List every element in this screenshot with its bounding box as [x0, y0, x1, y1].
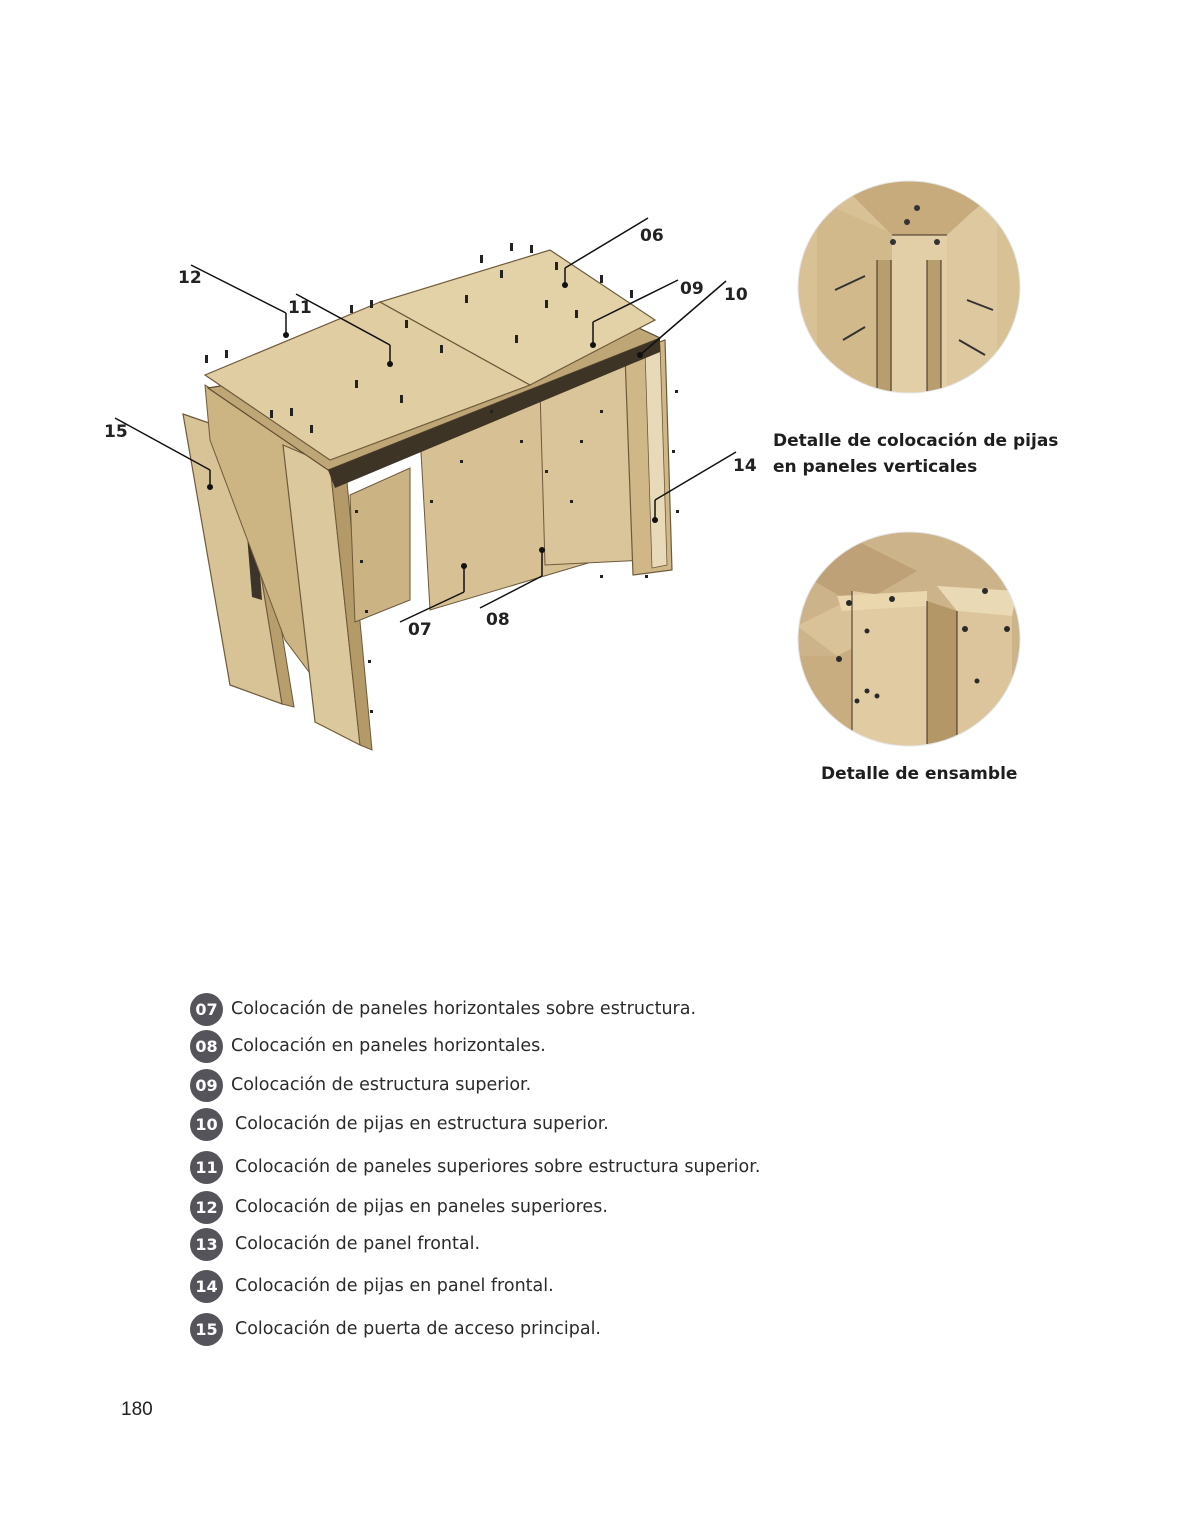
legend-item: 09 Colocación de estructura superior. — [190, 1068, 531, 1102]
callout-07: 07 — [408, 620, 432, 640]
step-number-badge: 09 — [190, 1068, 223, 1102]
step-description: Colocación de pijas en estructura superi… — [235, 1114, 609, 1134]
assembly-detail-image — [797, 531, 1021, 747]
assembly-detail-caption: Detalle de ensamble — [821, 764, 1018, 784]
callout-08: 08 — [486, 610, 510, 630]
step-description: Colocación de panel frontal. — [235, 1234, 481, 1254]
step-description: Colocación de pijas en paneles superiore… — [235, 1197, 608, 1217]
step-description: Colocación de paneles superiores sobre e… — [235, 1157, 761, 1177]
callout-10: 10 — [724, 285, 748, 305]
vertical-screw-detail-image — [797, 180, 1021, 394]
legend-item: 13 Colocación de panel frontal. — [190, 1227, 480, 1261]
step-description: Colocación de paneles horizontales sobre… — [231, 999, 697, 1019]
step-description: Colocación de puerta de acceso principal… — [235, 1319, 601, 1339]
step-number-badge: 11 — [190, 1150, 223, 1184]
step-description: Colocación de estructura superior. — [231, 1075, 532, 1095]
callout-15: 15 — [104, 422, 128, 442]
legend-item: 07 Colocación de paneles horizontales so… — [190, 992, 696, 1026]
legend-item: 14 Colocación de pijas en panel frontal. — [190, 1269, 554, 1303]
step-number-badge: 13 — [190, 1227, 223, 1261]
step-number-badge: 15 — [190, 1312, 223, 1346]
page-number: 180 — [121, 1399, 153, 1420]
callout-06: 06 — [640, 226, 664, 246]
step-description: Colocación en paneles horizontales. — [231, 1036, 546, 1056]
legend-item: 12 Colocación de pijas en paneles superi… — [190, 1190, 608, 1224]
legend-item: 15 Colocación de puerta de acceso princi… — [190, 1312, 601, 1346]
caption-line: en paneles verticales — [773, 457, 978, 477]
callout-11: 11 — [288, 298, 312, 318]
exploded-assembly-illustration — [114, 217, 737, 751]
callout-12: 12 — [178, 268, 202, 288]
step-number-badge: 08 — [190, 1029, 223, 1063]
step-number-badge: 14 — [190, 1269, 223, 1303]
step-number-badge: 07 — [190, 992, 223, 1026]
legend-item: 11 Colocación de paneles superiores sobr… — [190, 1150, 760, 1184]
legend-item: 08 Colocación en paneles horizontales. — [190, 1029, 546, 1063]
vertical-screw-detail-caption: Detalle de colocación de pijas en panele… — [773, 428, 1058, 480]
caption-line: Detalle de colocación de pijas — [773, 431, 1059, 451]
step-number-badge: 12 — [190, 1190, 223, 1224]
callout-14: 14 — [733, 456, 757, 476]
legend-item: 10 Colocación de pijas en estructura sup… — [190, 1107, 609, 1141]
step-number-badge: 10 — [190, 1107, 223, 1141]
step-description: Colocación de pijas en panel frontal. — [235, 1276, 554, 1296]
callout-09: 09 — [680, 279, 704, 299]
